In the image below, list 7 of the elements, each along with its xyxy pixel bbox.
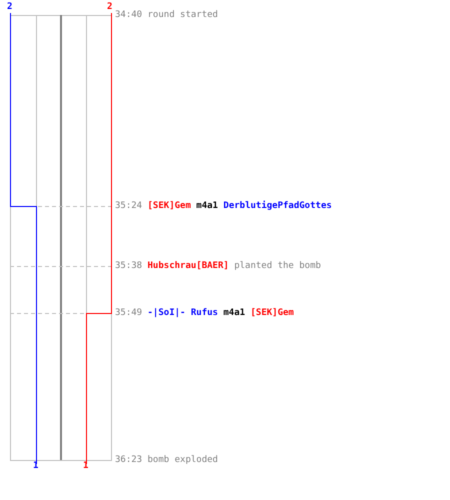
event-text: 35:49 -|SoI|- Rufus m4a1 [SEK]Gem — [115, 308, 294, 318]
event-text: 35:38 Hubschrau[BAER] planted the bomb — [115, 261, 321, 271]
player-count: 2 — [107, 2, 112, 12]
player-count: 2 — [7, 2, 12, 12]
event-text: 35:24 [SEK]Gem m4a1 DerblutigePfadGottes — [115, 201, 332, 211]
event-text: 34:40 round started — [115, 10, 218, 20]
event-text: 36:23 bomb exploded — [115, 455, 218, 465]
